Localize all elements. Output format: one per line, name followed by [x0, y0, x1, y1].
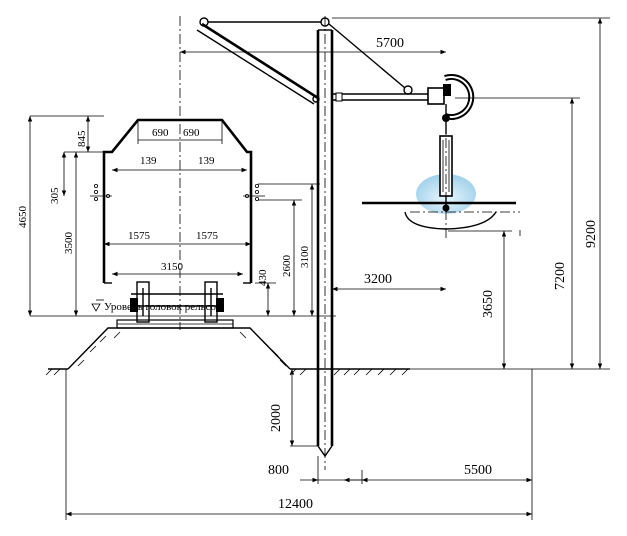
gauge-marker-left: [90, 183, 112, 201]
dim-1575-left: 1575: [128, 230, 151, 242]
wagon-bogie: [130, 281, 224, 323]
dim-9200: 9200: [584, 220, 599, 248]
dim-690-left: 690: [152, 127, 169, 139]
dim-2000: 2000: [269, 404, 284, 432]
loading-gauge-outline: [102, 118, 253, 283]
tie-rod: [328, 23, 413, 95]
dim-7200: 7200: [553, 262, 568, 290]
extension-lines: [30, 17, 610, 520]
dim-4650: 4650: [17, 206, 29, 229]
bracket-arm: [332, 92, 430, 102]
rail-level-label: Уровень головок рельсов: [104, 301, 221, 313]
brace-strut: [196, 17, 321, 105]
rail-level-marker-icon: [91, 303, 101, 312]
dim-1575-right: 1575: [196, 230, 219, 242]
dim-139-right: 139: [198, 155, 215, 167]
lamp-reflector: [362, 120, 520, 240]
suspension-hook: [427, 74, 475, 134]
dim-2600: 2600: [281, 255, 293, 278]
dim-139-left: 139: [140, 155, 157, 167]
dim-5500: 5500: [464, 463, 492, 478]
dim-3150: 3150: [161, 261, 184, 273]
dim-845: 845: [76, 130, 88, 147]
gauge-marker-right: [243, 183, 265, 201]
ground: [45, 327, 410, 376]
dim-3500: 3500: [63, 232, 75, 255]
dim-3100: 3100: [299, 246, 311, 269]
dim-3200: 3200: [364, 272, 392, 287]
track: [116, 319, 234, 329]
dim-690-right: 690: [183, 127, 200, 139]
dim-305: 305: [49, 187, 61, 204]
dim-430: 430: [257, 269, 269, 286]
dim-3650: 3650: [481, 290, 496, 318]
mast: [316, 16, 334, 470]
dim-800: 800: [268, 463, 289, 478]
dim-12400: 12400: [278, 497, 313, 512]
dim-5700: 5700: [376, 36, 404, 51]
